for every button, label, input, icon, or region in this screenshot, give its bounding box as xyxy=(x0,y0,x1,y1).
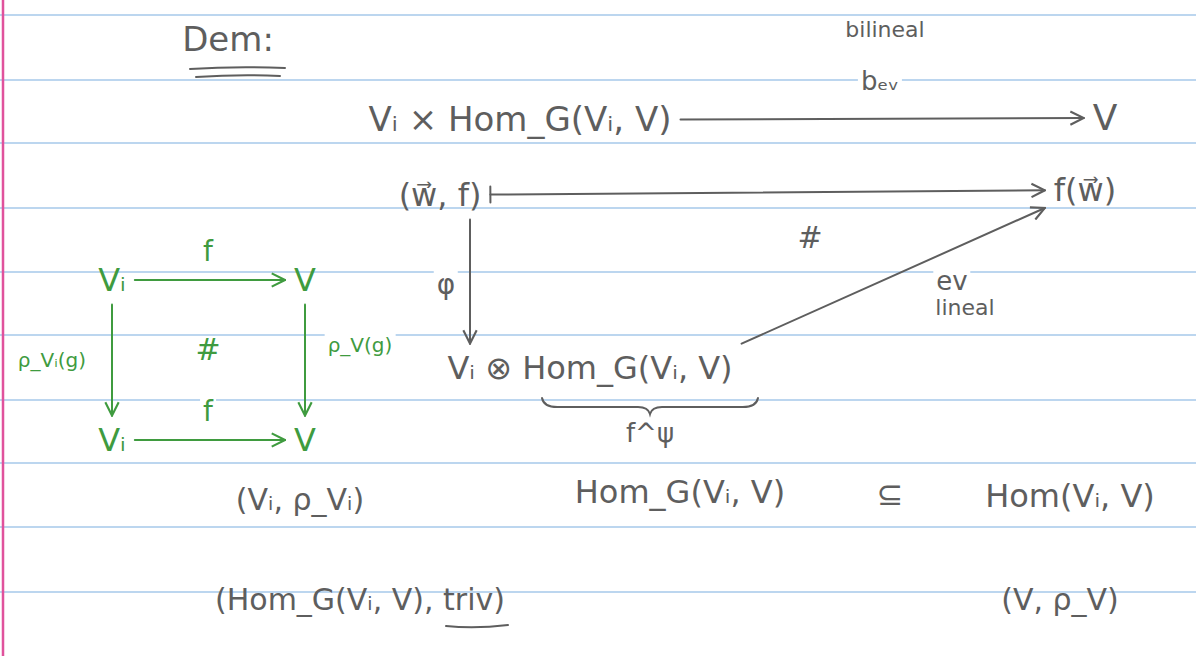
node-text: V xyxy=(1093,97,1118,138)
arrow xyxy=(111,304,113,415)
math-object: V xyxy=(289,420,321,461)
ruled-line xyxy=(0,14,1196,15)
arrow xyxy=(135,279,285,281)
arrow-label: f xyxy=(200,236,216,268)
title-underline xyxy=(190,67,285,69)
arrow-label: φ xyxy=(434,269,458,301)
arrow-label: ρ_Vᵢ(g) xyxy=(15,349,89,372)
math-object: Vᵢ xyxy=(93,260,131,301)
math-object: V xyxy=(289,260,321,301)
mapsto-bar xyxy=(489,187,491,203)
note-label: f^ψ xyxy=(626,419,674,449)
ruled-lines xyxy=(0,15,1196,592)
note-label: # xyxy=(195,333,220,368)
ruled-line xyxy=(0,207,1196,208)
node-text: (w⃗, f) xyxy=(399,177,482,214)
math-object: V xyxy=(1088,95,1123,140)
ruled-line xyxy=(0,526,1196,527)
node-text: Vᵢ × Hom_G(Vᵢ, V) xyxy=(368,100,671,139)
node-text: V xyxy=(294,262,316,299)
ruled-line xyxy=(0,79,1196,80)
math-object: (w⃗, f) xyxy=(394,175,487,216)
margin-line xyxy=(2,0,5,656)
math-object: Vᵢ × Hom_G(Vᵢ, V) xyxy=(363,98,676,141)
arrow xyxy=(304,304,306,415)
ruled-line xyxy=(0,334,1196,335)
underline xyxy=(446,625,508,627)
node-text: f(w⃗) xyxy=(1054,172,1116,209)
title-underline xyxy=(196,75,280,77)
note-label: (Vᵢ, ρ_Vᵢ) xyxy=(236,483,364,518)
arrow xyxy=(681,118,1084,119)
ruled-line xyxy=(0,142,1196,143)
node-text: Vᵢ xyxy=(98,262,126,299)
note-label: ⊆ xyxy=(877,476,904,513)
note-label: (Hom_G(Vᵢ, V), triv) xyxy=(215,583,505,618)
math-object: f(w⃗) xyxy=(1049,170,1121,211)
ruled-line xyxy=(0,462,1196,463)
arrow-label: ev xyxy=(933,267,970,297)
note-label: Hom_G(Vᵢ, V) xyxy=(575,474,785,511)
node-text: Vᵢ xyxy=(98,422,126,459)
node-text: Vᵢ ⊗ Hom_G(Vᵢ, V) xyxy=(447,350,732,387)
arrow xyxy=(135,439,285,441)
arrow-label: ρ_V(g) xyxy=(325,334,396,357)
note-label: (V, ρ_V) xyxy=(1001,583,1119,618)
note-label: lineal xyxy=(935,295,994,320)
note-label: Hom(Vᵢ, V) xyxy=(985,478,1155,515)
arrow-label: f xyxy=(200,396,216,428)
note-label: # xyxy=(797,221,822,256)
arrow-label: bₑᵥ xyxy=(858,67,902,97)
node-text: V xyxy=(294,422,316,459)
note-label: bilineal xyxy=(845,17,924,42)
arrow xyxy=(742,208,1045,344)
arrow xyxy=(490,190,1044,194)
arrow xyxy=(469,219,471,343)
title: Dem: xyxy=(182,20,274,59)
math-object: Vᵢ ⊗ Hom_G(Vᵢ, V) xyxy=(442,348,737,389)
ruled-line xyxy=(0,271,1196,272)
underbrace xyxy=(542,398,758,414)
ruled-line xyxy=(0,399,1196,400)
math-object: Vᵢ xyxy=(93,420,131,461)
